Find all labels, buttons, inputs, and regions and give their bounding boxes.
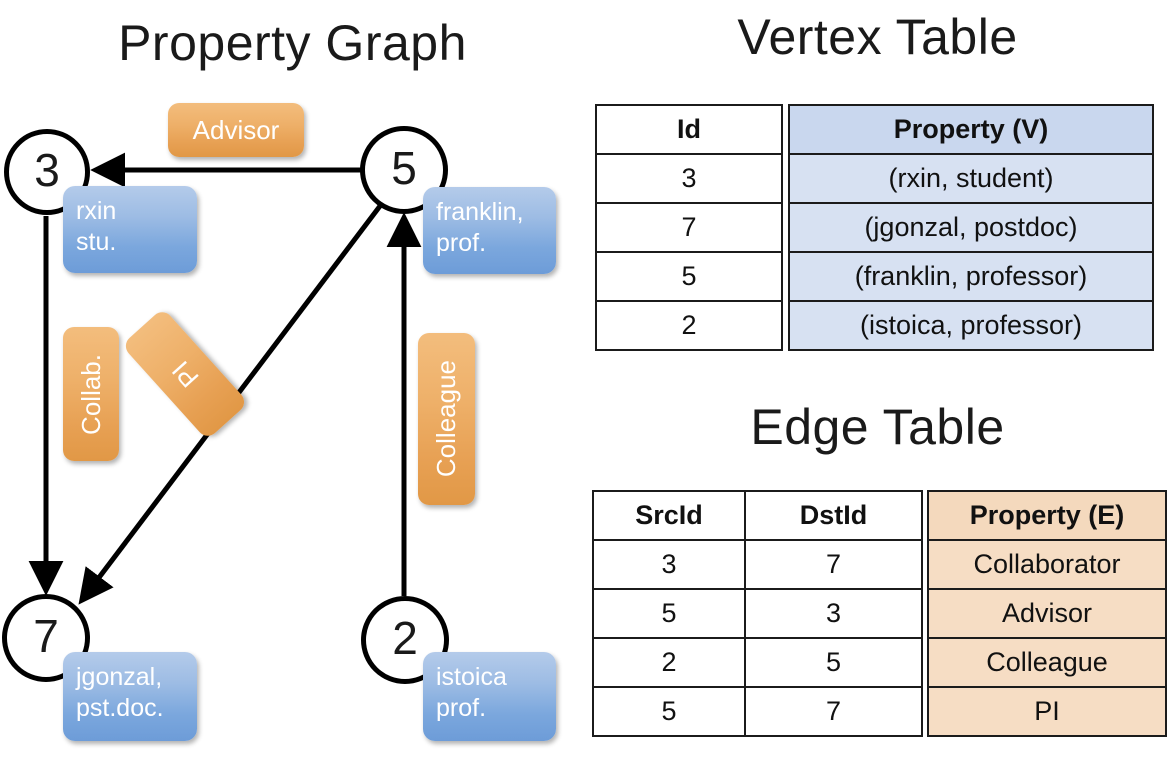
vertex-table-gutter — [782, 301, 789, 350]
vertex-table-gutter — [782, 203, 789, 252]
vertex-table-header-row: Id Property (V) — [595, 104, 1154, 155]
node-3-property-line1: rxin — [76, 197, 117, 225]
edge-table-header-property: Property (E) — [927, 490, 1167, 541]
table-row: 3 (rxin, student) — [595, 153, 1154, 204]
edge-row-0-src: 3 — [592, 539, 746, 590]
node-5-property-callout: franklin, prof. — [423, 187, 556, 274]
graph-node-5[interactable]: 5 — [360, 126, 448, 214]
edge-label-collab: Collab. — [63, 327, 119, 461]
graph-node-2[interactable]: 2 — [361, 596, 449, 684]
node-7-property-line2: pst.doc. — [76, 693, 164, 722]
edge-label-pi-text: PI — [165, 355, 204, 394]
edge-row-0-dst: 7 — [744, 539, 923, 590]
graph-node-5-label: 5 — [391, 142, 417, 194]
page-title-edge-table: Edge Table — [750, 399, 1005, 455]
edge-row-2-property: Colleague — [927, 637, 1167, 688]
edge-table-header-row: SrcId DstId Property (E) — [592, 490, 1167, 541]
node-2-property-line2: prof. — [436, 693, 487, 722]
edge-table-gutter — [922, 540, 928, 589]
property-graph-diagram: 3 5 7 2 rxin stu. franklin, prof. jgonza… — [2, 103, 556, 741]
vertex-table-gutter — [782, 252, 789, 301]
edge-table-gutter — [922, 638, 928, 687]
node-7-property-line1: jgonzal, — [76, 663, 163, 691]
edge-label-advisor-text: Advisor — [192, 114, 280, 145]
vertex-table-header-property: Property (V) — [788, 104, 1154, 155]
node-2-property-line1: istoica — [436, 663, 507, 691]
vertex-row-3-id: 2 — [595, 300, 783, 351]
node-5-property-line2: prof. — [436, 228, 487, 257]
graph-node-2-label: 2 — [392, 612, 418, 664]
vertex-table-header-id: Id — [595, 104, 783, 155]
edge-label-advisor: Advisor — [168, 103, 304, 157]
edge-table-header-dstid: DstId — [744, 490, 923, 541]
node-3-property-line2: stu. — [76, 227, 117, 256]
edge-table: SrcId DstId Property (E) 3 7 Collaborato… — [592, 490, 1167, 737]
table-row: 5 (franklin, professor) — [595, 251, 1154, 302]
edge-row-3-property: PI — [927, 686, 1167, 737]
edge-table-gutter — [922, 589, 928, 638]
page-title-property-graph: Property Graph — [118, 15, 467, 71]
vertex-table: Id Property (V) 3 (rxin, student) 7 (jgo… — [595, 104, 1154, 351]
edge-table-gutter — [922, 687, 928, 736]
node-5-property-line1: franklin, — [436, 198, 524, 226]
edge-row-3-src: 5 — [592, 686, 746, 737]
edge-label-colleague-text: Colleague — [431, 360, 461, 478]
edge-label-collab-text: Collab. — [75, 353, 106, 435]
page-title-vertex-table: Vertex Table — [737, 9, 1018, 65]
edge-row-3-dst: 7 — [744, 686, 923, 737]
vertex-table-gutter — [782, 154, 789, 203]
edge-row-1-src: 5 — [592, 588, 746, 639]
vertex-table-gutter — [782, 105, 789, 154]
edge-table-gutter — [922, 491, 928, 540]
vertex-row-2-id: 5 — [595, 251, 783, 302]
edge-row-0-property: Collaborator — [927, 539, 1167, 590]
vertex-row-0-property: (rxin, student) — [788, 153, 1154, 204]
node-2-property-callout: istoica prof. — [423, 652, 556, 741]
graph-node-7-label: 7 — [33, 610, 59, 662]
edge-row-1-dst: 3 — [744, 588, 923, 639]
edge-row-2-dst: 5 — [744, 637, 923, 688]
table-row: 2 (istoica, professor) — [595, 300, 1154, 351]
vertex-row-1-id: 7 — [595, 202, 783, 253]
table-row: 7 (jgonzal, postdoc) — [595, 202, 1154, 253]
node-3-property-callout: rxin stu. — [63, 186, 197, 273]
table-row: 5 7 PI — [592, 686, 1167, 737]
edge-row-2-src: 2 — [592, 637, 746, 688]
edge-label-colleague: Colleague — [418, 333, 475, 505]
table-row: 3 7 Collaborator — [592, 539, 1167, 590]
vertex-row-1-property: (jgonzal, postdoc) — [788, 202, 1154, 253]
node-7-property-callout: jgonzal, pst.doc. — [63, 652, 197, 741]
vertex-row-3-property: (istoica, professor) — [788, 300, 1154, 351]
table-row: 5 3 Advisor — [592, 588, 1167, 639]
table-row: 2 5 Colleague — [592, 637, 1167, 688]
graph-node-3-label: 3 — [34, 144, 60, 196]
vertex-row-0-id: 3 — [595, 153, 783, 204]
edge-table-header-srcid: SrcId — [592, 490, 746, 541]
vertex-row-2-property: (franklin, professor) — [788, 251, 1154, 302]
edge-row-1-property: Advisor — [927, 588, 1167, 639]
